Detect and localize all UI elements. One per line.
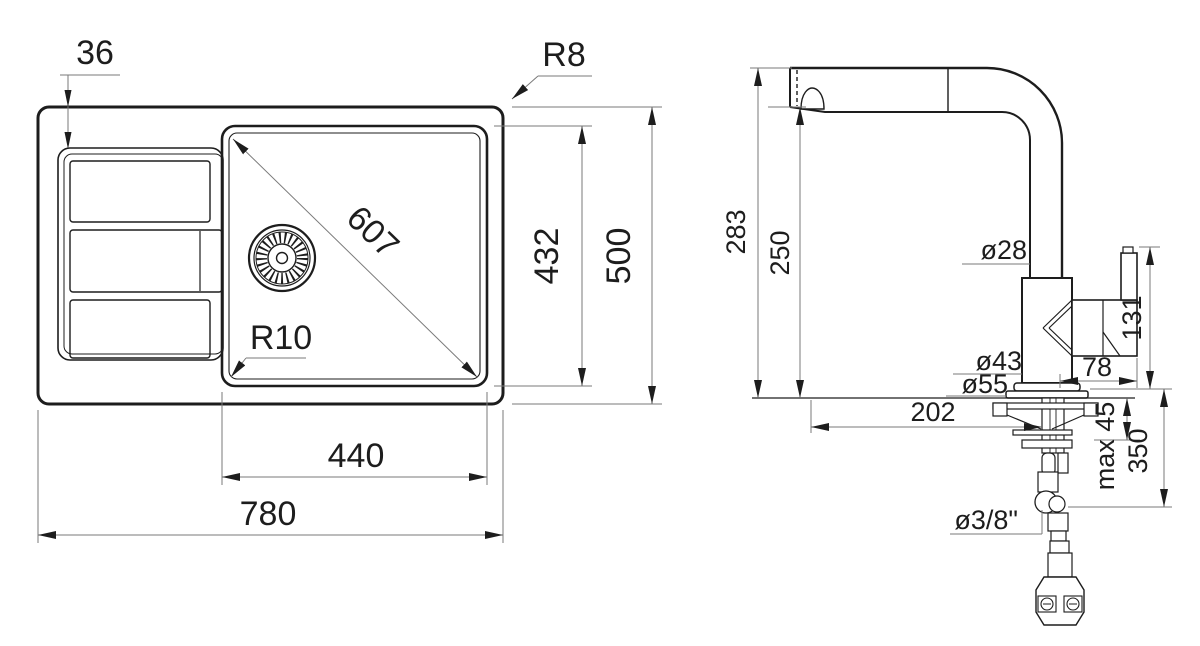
hose-weight <box>1035 576 1085 626</box>
dim-label-607: 607 <box>339 199 406 266</box>
spout-outlet-button <box>800 87 825 110</box>
dim-label-r8: R8 <box>542 36 585 74</box>
dim-label-350: 350 <box>1123 428 1153 473</box>
sink-top-view: 36 R8 607 R10 432 <box>36 34 662 543</box>
faucet-side-view: 283 250 ø28 131 ø43 78 <box>721 66 1172 626</box>
drainboard-ridge-3 <box>69 299 211 359</box>
mounting-nut <box>1021 439 1073 449</box>
faucet-mounting-hardware <box>992 397 1099 626</box>
dim-label-o43: ø43 <box>975 346 1022 376</box>
dim-spout-height: 250 <box>765 106 806 398</box>
dim-label-202: 202 <box>910 397 955 427</box>
dim-label-78: 78 <box>1082 352 1112 382</box>
dim-overall-width: 780 <box>37 410 504 543</box>
dim-label-500: 500 <box>600 228 638 285</box>
dim-max-counter-thickness: max 45 <box>1090 398 1140 490</box>
dim-label-36: 36 <box>76 34 114 72</box>
dim-base-diameter: ø55 <box>946 369 1008 399</box>
dim-overall-depth: 500 <box>512 106 662 405</box>
drainboard-ridge-1 <box>69 160 211 223</box>
sink-drainboard <box>57 147 224 361</box>
dim-rim-offset: 36 <box>60 34 120 149</box>
faucet-body <box>1021 277 1073 384</box>
sink-bowl <box>220 124 489 388</box>
dim-bowl-radius-r10: R10 <box>230 319 312 378</box>
faucet-base <box>752 382 1135 399</box>
washer <box>1012 429 1073 436</box>
hose-right <box>1057 452 1069 474</box>
dim-hose-connection: ø3/8" <box>950 505 1043 535</box>
dim-handle-projection: 78 <box>1059 352 1138 388</box>
dim-bowl-width: 440 <box>221 392 488 485</box>
dim-bowl-depth: 432 <box>494 125 592 387</box>
sink-drain <box>247 223 317 293</box>
dim-label-283: 283 <box>721 209 751 254</box>
dim-corner-radius-r8: R8 <box>511 36 592 100</box>
dim-label-432: 432 <box>528 228 566 285</box>
dim-faucet-overall-height: 283 <box>721 67 792 398</box>
clamp-plate <box>992 402 1099 410</box>
weight-screw-right <box>1066 597 1080 611</box>
dim-hose-length: 350 <box>1068 389 1172 508</box>
faucet-spout <box>789 66 1064 278</box>
dim-body-diameter: ø43 <box>953 346 1022 376</box>
dim-handle-height: 131 <box>1090 246 1172 390</box>
dim-label-o55: ø55 <box>961 369 1008 399</box>
dim-label-o38: ø3/8" <box>954 505 1018 535</box>
dim-label-780: 780 <box>240 495 297 533</box>
dim-label-max45: max 45 <box>1090 402 1120 491</box>
dim-label-131: 131 <box>1117 295 1147 340</box>
dim-spout-reach: 202 <box>810 397 1042 433</box>
faucet-handle <box>1071 246 1138 357</box>
dim-label-440: 440 <box>328 437 385 475</box>
dim-label-250: 250 <box>765 230 795 275</box>
drainboard-ridge-2 <box>69 229 223 293</box>
weight-screw-left <box>1040 597 1054 611</box>
dim-spout-tube-diameter: ø28 <box>962 235 1030 265</box>
dim-label-o28: ø28 <box>980 235 1027 265</box>
dim-label-r10: R10 <box>250 319 312 357</box>
sink-outline <box>36 105 505 406</box>
handle-lever <box>1120 252 1138 301</box>
